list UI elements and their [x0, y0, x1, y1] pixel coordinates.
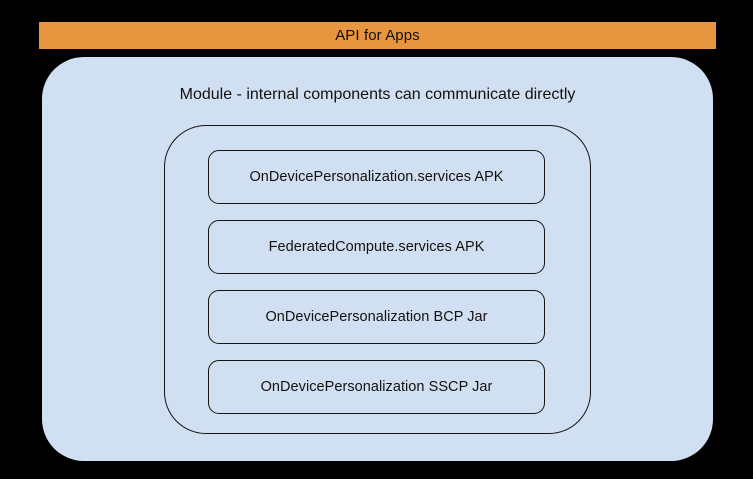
component-box-label: FederatedCompute.services APK [268, 238, 485, 255]
component-box-ondevicepersonalization-bcp-jar: OnDevicePersonalization BCP Jar [208, 290, 545, 344]
internal-components-group [164, 125, 591, 434]
api-for-apps-banner: API for Apps [39, 22, 716, 49]
module-caption: Module - internal components can communi… [179, 86, 576, 103]
api-for-apps-banner-label: API for Apps [335, 27, 420, 44]
component-box-label: OnDevicePersonalization BCP Jar [265, 308, 488, 325]
component-box-ondevicepersonalization-services-apk: OnDevicePersonalization.services APK [208, 150, 545, 204]
component-box-federatedcompute-services-apk: FederatedCompute.services APK [208, 220, 545, 274]
module-card: Module - internal components can communi… [42, 57, 713, 461]
component-box-label: OnDevicePersonalization.services APK [249, 168, 504, 185]
component-list: OnDevicePersonalization.services APK Fed… [208, 150, 545, 414]
component-box-ondevicepersonalization-sscp-jar: OnDevicePersonalization SSCP Jar [208, 360, 545, 414]
component-box-label: OnDevicePersonalization SSCP Jar [260, 378, 493, 395]
